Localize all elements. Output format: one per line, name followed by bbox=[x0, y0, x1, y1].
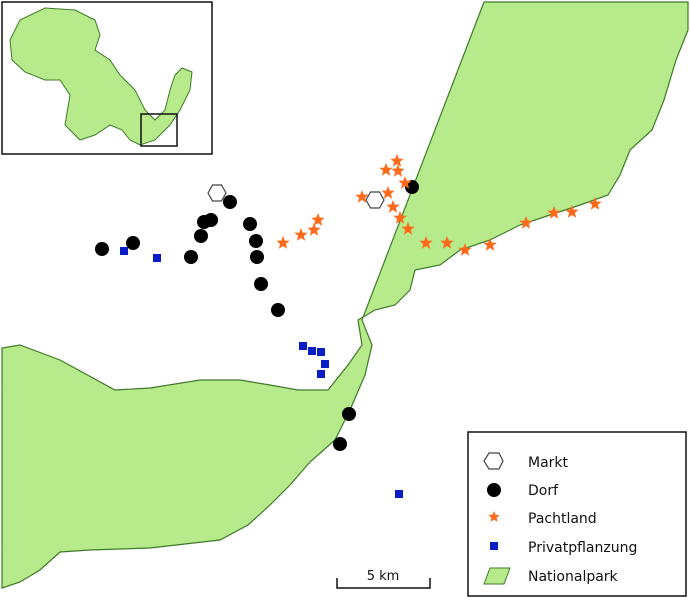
legend-private-symbol bbox=[490, 542, 498, 550]
overview-inset bbox=[1, 1, 213, 155]
lease-land-marker bbox=[565, 205, 579, 218]
national-park-area bbox=[1, 1, 689, 589]
village-marker bbox=[184, 250, 198, 264]
private-plantation-marker bbox=[153, 254, 161, 262]
lease-land-marker bbox=[386, 200, 400, 213]
village-marker bbox=[194, 229, 208, 243]
village-marker bbox=[342, 407, 356, 421]
village-marker bbox=[223, 195, 237, 209]
private-plantation-marker bbox=[321, 360, 329, 368]
scale-bar-line bbox=[336, 578, 431, 589]
legend-market-label: Markt bbox=[528, 455, 569, 471]
village-marker bbox=[204, 213, 218, 227]
legend-village-symbol bbox=[487, 483, 501, 497]
legend-village-label: Dorf bbox=[528, 483, 559, 499]
lease-land-marker bbox=[307, 223, 321, 236]
village-marker bbox=[254, 277, 268, 291]
inset-land bbox=[9, 7, 193, 146]
village-markers bbox=[95, 180, 419, 451]
lease-land-marker bbox=[588, 197, 602, 210]
lease-land-marker bbox=[458, 243, 472, 256]
lease-land-marker bbox=[401, 222, 415, 235]
lease-land-marker bbox=[294, 228, 308, 241]
village-marker bbox=[333, 437, 347, 451]
lease-land-marker bbox=[483, 238, 497, 251]
lease-land-marker bbox=[419, 236, 433, 249]
market-markers bbox=[207, 184, 385, 209]
lease-land-marker bbox=[391, 164, 405, 177]
village-marker bbox=[405, 180, 419, 194]
legend-park-label: Nationalpark bbox=[528, 569, 619, 585]
lease-land-markers bbox=[276, 154, 602, 256]
lease-land-marker bbox=[381, 186, 395, 199]
lease-land-marker bbox=[519, 216, 533, 229]
legend: Markt Dorf Pachtland Privatpflanzung Nat… bbox=[467, 431, 687, 597]
market-marker bbox=[365, 191, 385, 209]
lease-land-marker bbox=[390, 154, 404, 167]
inset-highlight-box bbox=[140, 113, 178, 147]
legend-park-symbol bbox=[483, 567, 511, 585]
village-marker bbox=[250, 250, 264, 264]
lease-land-marker bbox=[393, 211, 407, 224]
legend-lease-symbol bbox=[488, 511, 500, 522]
market-marker bbox=[207, 184, 227, 202]
village-marker bbox=[249, 234, 263, 248]
private-plantation-marker bbox=[120, 247, 128, 255]
scale-bar-label: 5 km bbox=[367, 569, 400, 584]
private-plantation-marker bbox=[308, 347, 316, 355]
lease-land-marker bbox=[311, 213, 325, 226]
private-plantation-marker bbox=[317, 370, 325, 378]
legend-private-label: Privatpflanzung bbox=[528, 540, 637, 556]
legend-lease-label: Pachtland bbox=[528, 511, 597, 527]
village-marker bbox=[95, 242, 109, 256]
private-plantation-markers bbox=[120, 247, 403, 498]
village-marker bbox=[243, 217, 257, 231]
lease-land-marker bbox=[276, 236, 290, 249]
scale-bar: 5 km bbox=[336, 569, 431, 589]
lease-land-marker bbox=[379, 163, 393, 176]
private-plantation-marker bbox=[317, 348, 325, 356]
legend-market-symbol bbox=[483, 452, 504, 470]
village-marker bbox=[271, 303, 285, 317]
private-plantation-marker bbox=[395, 490, 403, 498]
private-plantation-marker bbox=[299, 342, 307, 350]
lease-land-marker bbox=[547, 206, 561, 219]
lease-land-marker bbox=[398, 176, 412, 189]
lease-land-marker bbox=[355, 190, 369, 203]
lease-land-marker bbox=[440, 236, 454, 249]
village-marker bbox=[126, 236, 140, 250]
